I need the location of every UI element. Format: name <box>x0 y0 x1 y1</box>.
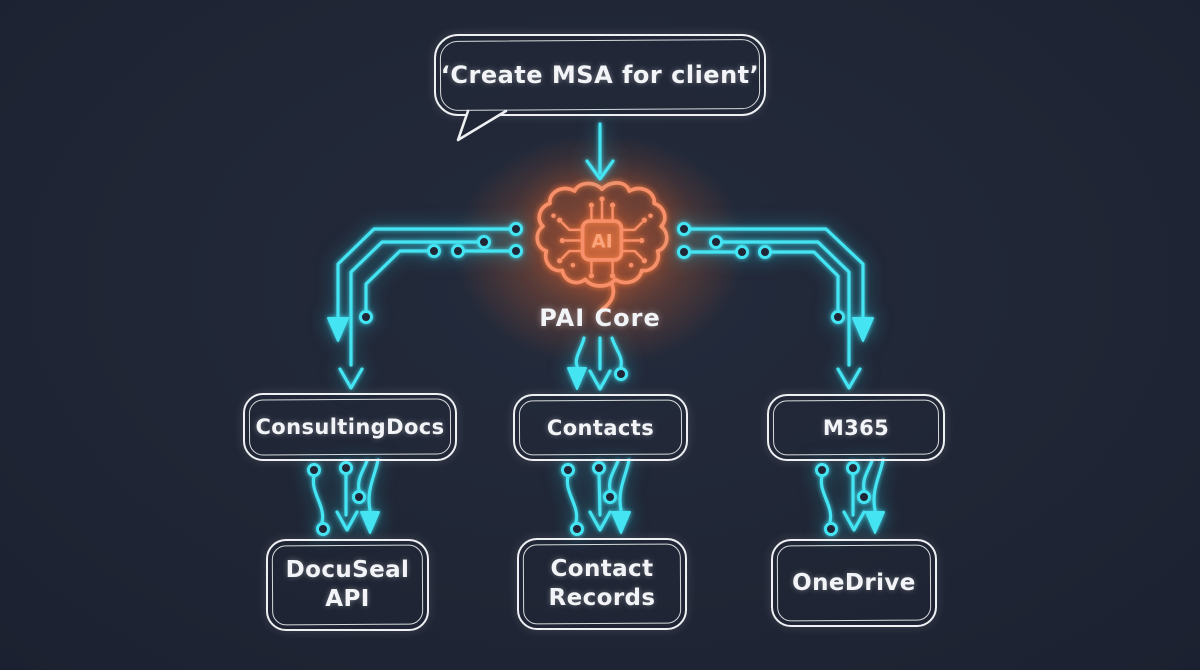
contact-records-label: Contact Records <box>548 556 656 611</box>
core-to-contacts-branch <box>567 336 628 391</box>
node-consultingdocs: ConsultingDocs <box>243 393 457 461</box>
bubble-to-core-arrow <box>585 122 615 181</box>
core-to-m365-branch <box>677 222 874 390</box>
ai-brain-icon: AI <box>535 181 669 312</box>
brain-outline <box>535 181 669 312</box>
ai-chip-label: AI <box>591 232 612 253</box>
brain-circuit-traces <box>551 196 653 279</box>
core-to-consultingdocs-branch <box>327 222 523 390</box>
node-docuseal-api: DocuSeal API <box>266 539 429 631</box>
m365-to-onedrive-connector <box>815 458 885 536</box>
docuseal-api-label: DocuSeal API <box>285 557 410 612</box>
node-contacts: Contacts <box>513 394 688 461</box>
node-contact-records: Contact Records <box>517 538 687 630</box>
onedrive-label: OneDrive <box>792 569 916 596</box>
pai-core-label: PAI Core <box>539 304 661 332</box>
m365-label: M365 <box>822 415 890 440</box>
consultingdocs-to-docuseal-connector <box>307 458 380 536</box>
node-onedrive: OneDrive <box>771 539 937 627</box>
consultingdocs-label: ConsultingDocs <box>255 415 445 439</box>
contacts-label: Contacts <box>546 415 655 440</box>
contacts-to-contactrecords-connector <box>561 458 631 536</box>
user-request-bubble: ‘Create MSA for client’ <box>434 34 766 116</box>
node-m365: M365 <box>767 394 945 461</box>
user-request-text: ‘Create MSA for client’ <box>440 61 760 89</box>
